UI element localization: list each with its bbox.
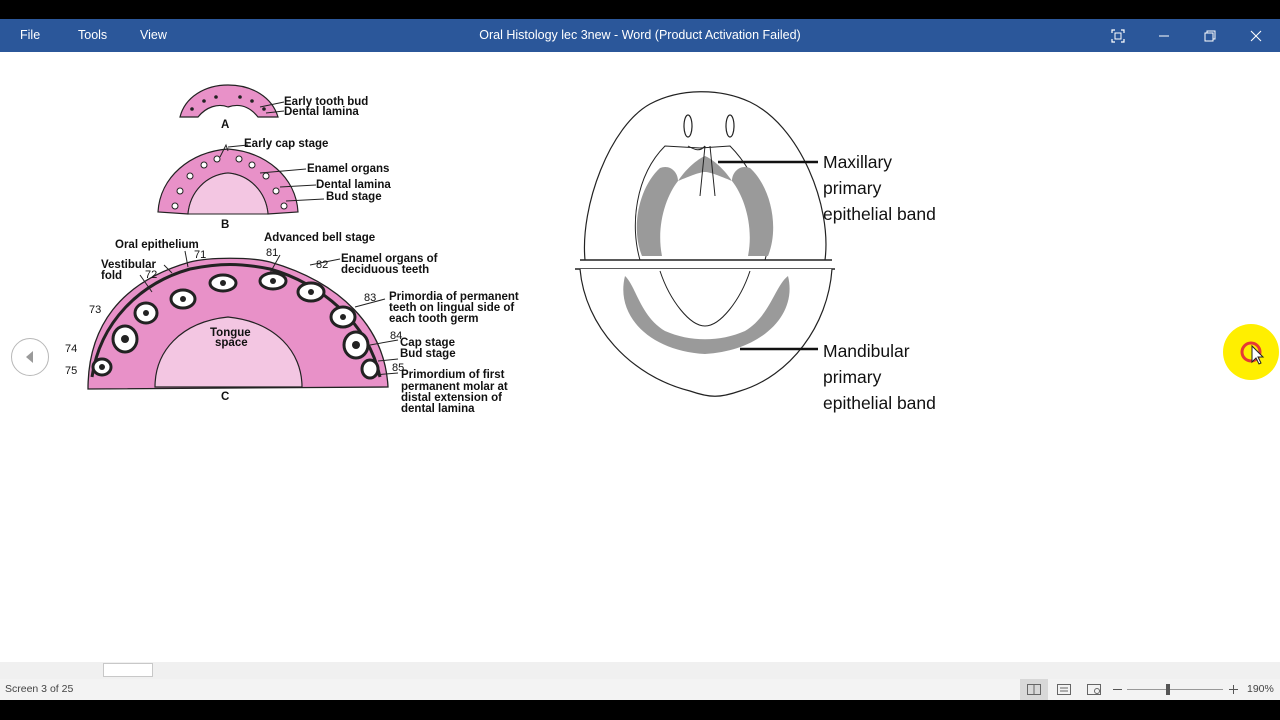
zoom-slider-thumb[interactable]: [1166, 684, 1170, 695]
number-84: 84: [390, 330, 403, 342]
number-73: 73: [89, 304, 102, 316]
label-vestibular: Vestibular: [101, 259, 156, 271]
number-74: 74: [65, 343, 78, 355]
label-tongue: Tongue: [210, 327, 251, 339]
minimize-icon: [1159, 35, 1169, 36]
dental-lamina-figure: [87, 84, 399, 390]
number-71: 71: [194, 249, 207, 261]
label-early-tooth-bud: Early tooth bud: [284, 96, 369, 108]
label-fold: fold: [101, 270, 123, 282]
web-layout-button[interactable]: [1082, 679, 1106, 700]
zoom-in-button[interactable]: [1227, 679, 1239, 700]
document-page: Early tooth bud Dental lamina A Early ca…: [0, 52, 1280, 662]
read-mode-button[interactable]: [1020, 679, 1048, 700]
screen-counter: Screen 3 of 25: [5, 683, 74, 695]
zoom-slider-track[interactable]: [1127, 689, 1223, 690]
label-primordia-2: teeth on lingual side of: [389, 302, 515, 314]
top-black-bar: [0, 0, 1280, 19]
focus-mode-icon: [1111, 28, 1125, 43]
epithelial-band-figure: [575, 91, 835, 397]
title-bar: File Tools View Oral Histology lec 3new …: [0, 19, 1280, 52]
focus-mode-button[interactable]: [1095, 19, 1141, 52]
print-layout-button[interactable]: [1052, 679, 1076, 700]
label-panel-c: C: [221, 391, 230, 403]
menu-tools[interactable]: Tools: [78, 28, 108, 42]
plus-icon: [1228, 685, 1238, 694]
scrollbar-thumb[interactable]: [103, 663, 153, 677]
number-72: 72: [145, 269, 158, 281]
horizontal-scrollbar[interactable]: [0, 662, 1280, 679]
label-advanced-bell-stage: Advanced bell stage: [264, 232, 376, 244]
close-icon: [1250, 30, 1262, 41]
label-primordia-3: each tooth germ: [389, 313, 479, 325]
number-85: 85: [392, 362, 405, 374]
label-mandibular: Mandibular: [823, 341, 910, 361]
document-title: Oral Histology lec 3new - Word (Product …: [479, 28, 801, 42]
label-panel-b: B: [221, 219, 230, 231]
print-layout-icon: [1057, 684, 1071, 695]
label-primordium-1: Primordium of first: [401, 369, 505, 381]
status-bar: Screen 3 of 25 190%: [0, 679, 1280, 700]
label-maxillary: Maxillary: [823, 152, 893, 172]
zoom-level[interactable]: 190%: [1247, 683, 1274, 695]
label-dental-lamina-a: Dental lamina: [284, 106, 359, 118]
number-75: 75: [65, 365, 78, 377]
label-panel-a: A: [221, 119, 230, 131]
web-layout-icon: [1087, 684, 1101, 695]
label-oral-epithelium: Oral epithelium: [115, 239, 199, 251]
number-81: 81: [266, 247, 279, 259]
label-enamel-organs: Enamel organs: [307, 163, 390, 175]
label-primordium-3: distal extension of: [401, 392, 502, 404]
zoom-out-button[interactable]: [1111, 679, 1123, 700]
restore-button[interactable]: [1187, 19, 1233, 52]
label-primordium-4: dental lamina: [401, 403, 475, 415]
minus-icon: [1112, 689, 1122, 690]
label-mandibular-band: epithelial band: [823, 393, 936, 413]
menu-view[interactable]: View: [140, 28, 167, 42]
label-dental-lamina-b: Dental lamina: [316, 179, 391, 191]
menu-file[interactable]: File: [20, 28, 41, 42]
label-bud-stage-b: Bud stage: [326, 191, 382, 203]
number-82: 82: [316, 259, 329, 271]
cursor-highlight: [1223, 324, 1279, 380]
label-primordia-1: Primordia of permanent: [389, 291, 519, 303]
label-cap-stage: Cap stage: [400, 337, 455, 349]
read-mode-icon: [1027, 684, 1041, 695]
label-enamel-organs-deciduous-1: Enamel organs of: [341, 253, 438, 265]
label-enamel-organs-deciduous-2: deciduous teeth: [341, 264, 430, 276]
label-early-cap-stage: Early cap stage: [244, 138, 329, 150]
label-mandibular-primary: primary: [823, 367, 882, 387]
previous-screen-button[interactable]: [11, 338, 49, 376]
chevron-left-icon: [26, 351, 33, 363]
close-button[interactable]: [1233, 19, 1279, 52]
label-space: space: [215, 337, 248, 349]
label-maxillary-band: epithelial band: [823, 204, 936, 224]
label-maxillary-primary: primary: [823, 178, 882, 198]
label-primordium-2: permanent molar at: [401, 381, 508, 393]
mouse-pointer-icon: [1240, 341, 1265, 365]
minimize-button[interactable]: [1141, 19, 1187, 52]
label-bud-stage-c: Bud stage: [400, 348, 456, 360]
restore-icon: [1204, 30, 1216, 41]
number-83: 83: [364, 292, 377, 304]
bottom-black-bar: [0, 700, 1280, 720]
